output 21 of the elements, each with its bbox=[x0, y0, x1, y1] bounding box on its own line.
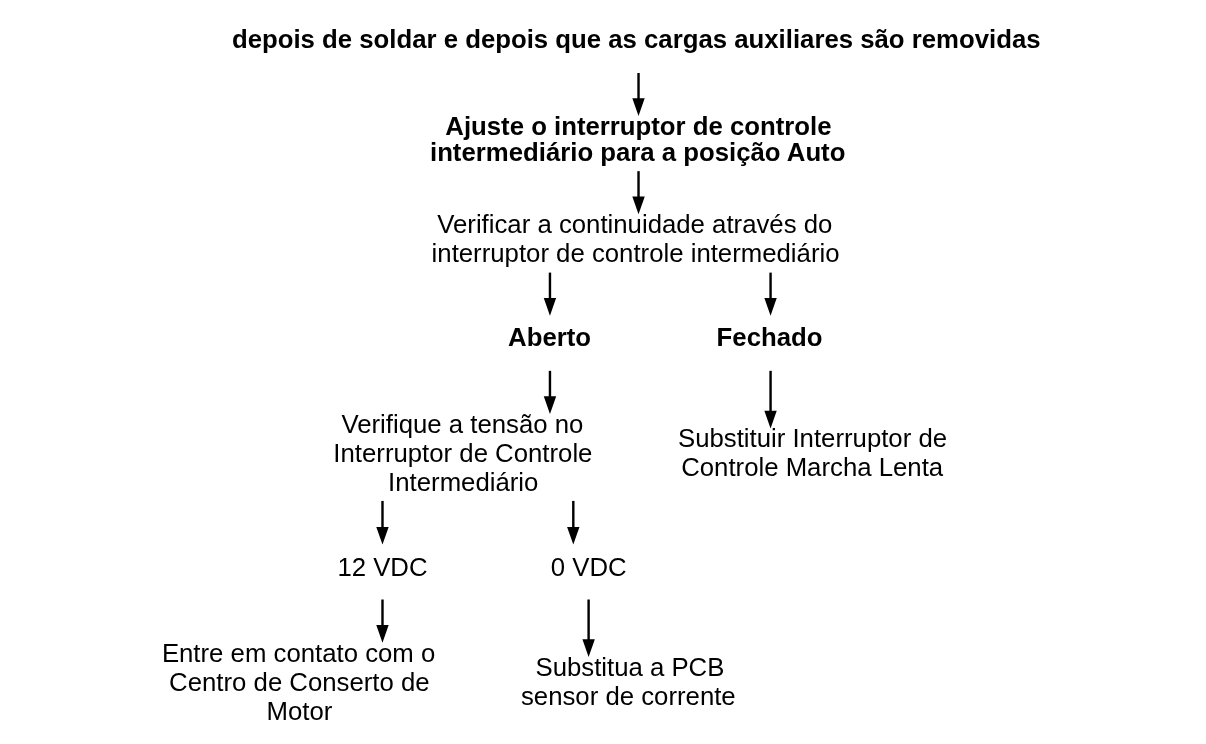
node-text: Verificar a continuidade através do interruptor de controle intermediário bbox=[431, 210, 840, 268]
node-text: Aberto bbox=[507, 322, 591, 351]
arrow bbox=[581, 599, 595, 658]
node-text: 12 VDC bbox=[336, 553, 428, 582]
arrow bbox=[763, 370, 777, 429]
node-text: Fechado bbox=[716, 322, 823, 351]
arrow bbox=[543, 370, 556, 415]
node-text: Entre em contato com o Centro de Conserto de Motor bbox=[161, 638, 435, 725]
node-text: depois de soldar e depois que as cargas auxiliares são removidas bbox=[231, 25, 1041, 54]
node-text: Ajuste o interruptor de controle intermediário para a posição Auto bbox=[429, 111, 845, 166]
node-text: 0 VDC bbox=[550, 553, 627, 582]
arrow bbox=[375, 599, 389, 643]
arrow bbox=[631, 72, 645, 116]
arrow bbox=[543, 272, 556, 316]
node-text: Substituir Interruptor de Controle Marcha Lenta bbox=[677, 424, 947, 482]
arrow bbox=[566, 500, 580, 545]
arrow bbox=[631, 171, 645, 215]
node-text: Substitua a PCB sensor de corrente bbox=[520, 653, 736, 710]
arrow bbox=[763, 272, 777, 316]
arrow bbox=[375, 500, 389, 545]
node-text: Verifique a tensão no Interruptor de Controle Intermediário bbox=[332, 409, 592, 496]
